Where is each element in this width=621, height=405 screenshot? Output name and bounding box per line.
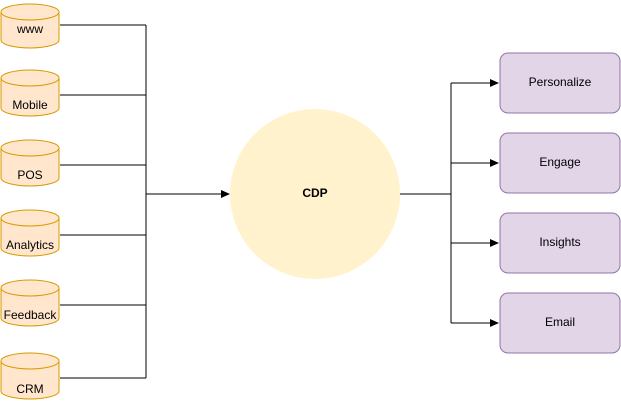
source-pos[interactable]: POS xyxy=(0,139,60,187)
cylinder-top xyxy=(0,3,60,21)
output-label: Insights xyxy=(539,235,580,249)
output-box xyxy=(499,212,621,274)
source-label: Feedback xyxy=(4,308,58,322)
cylinder-body xyxy=(0,148,60,187)
cylinder-top xyxy=(0,69,60,87)
output-box xyxy=(499,52,621,114)
output-box xyxy=(499,132,621,194)
source-label: CRM xyxy=(16,382,43,396)
output-insights[interactable]: Insights xyxy=(499,212,621,274)
output-label: Personalize xyxy=(529,75,592,89)
output-personalize[interactable]: Personalize xyxy=(499,52,621,114)
source-feedback[interactable]: Feedback xyxy=(0,279,60,327)
source-www[interactable]: www xyxy=(0,3,60,49)
output-email[interactable]: Email xyxy=(499,292,621,354)
hub-circle xyxy=(230,109,400,279)
cylinder-body xyxy=(0,78,60,117)
source-label: www xyxy=(16,22,43,36)
output-label: Engage xyxy=(539,155,581,169)
output-connectors xyxy=(400,79,499,327)
source-mobile[interactable]: Mobile xyxy=(0,69,60,117)
output-label: Email xyxy=(545,315,575,329)
source-crm[interactable]: CRM xyxy=(0,352,60,400)
cylinder-body xyxy=(0,361,60,400)
cylinder-top xyxy=(0,209,60,227)
hub-cdp[interactable]: CDP xyxy=(230,109,400,279)
output-engage[interactable]: Engage xyxy=(499,132,621,194)
source-label: Mobile xyxy=(12,98,48,112)
cylinder-body xyxy=(0,218,60,257)
cylinder-top xyxy=(0,139,60,157)
output-box xyxy=(499,292,621,354)
source-analytics[interactable]: Analytics xyxy=(0,209,60,257)
hub-label: CDP xyxy=(302,186,327,200)
cylinder-body xyxy=(0,288,60,327)
cylinder-body xyxy=(0,12,60,49)
source-label: Analytics xyxy=(6,238,54,252)
source-label: POS xyxy=(17,168,42,182)
cylinder-top xyxy=(0,352,60,370)
source-connectors xyxy=(60,24,230,379)
cylinder-top xyxy=(0,279,60,297)
